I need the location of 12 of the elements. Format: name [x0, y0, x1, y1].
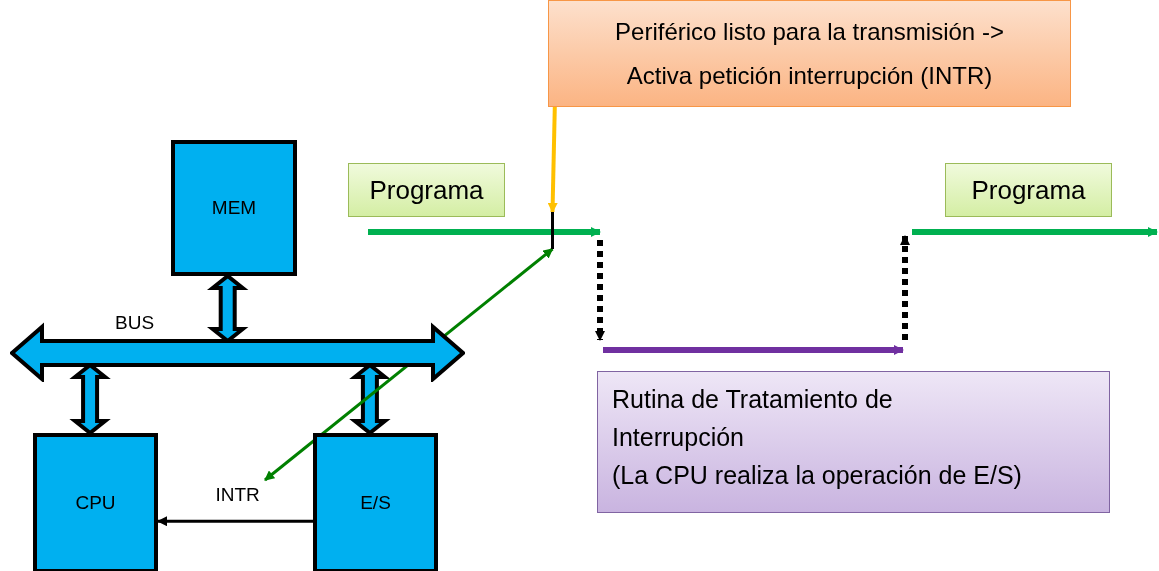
box-text: (La CPU realiza la operación de E/S) — [612, 460, 1023, 491]
box-text: Rutina de Tratamiento de Interrupción — [612, 384, 894, 453]
bus-label: BUS — [115, 312, 155, 334]
leader-line — [547, 106, 558, 213]
interrupt-mark — [551, 212, 554, 249]
program-box: Programa — [348, 163, 505, 217]
cpu-box: CPU — [33, 433, 158, 571]
io-box: E/S — [313, 433, 438, 571]
callout-box: Periférico listo para la transmisión -> Activa petición interrupción (INTR) — [548, 0, 1071, 107]
program-box: Programa — [945, 163, 1112, 217]
memory-box: MEM — [171, 140, 297, 276]
arrow — [157, 516, 313, 527]
